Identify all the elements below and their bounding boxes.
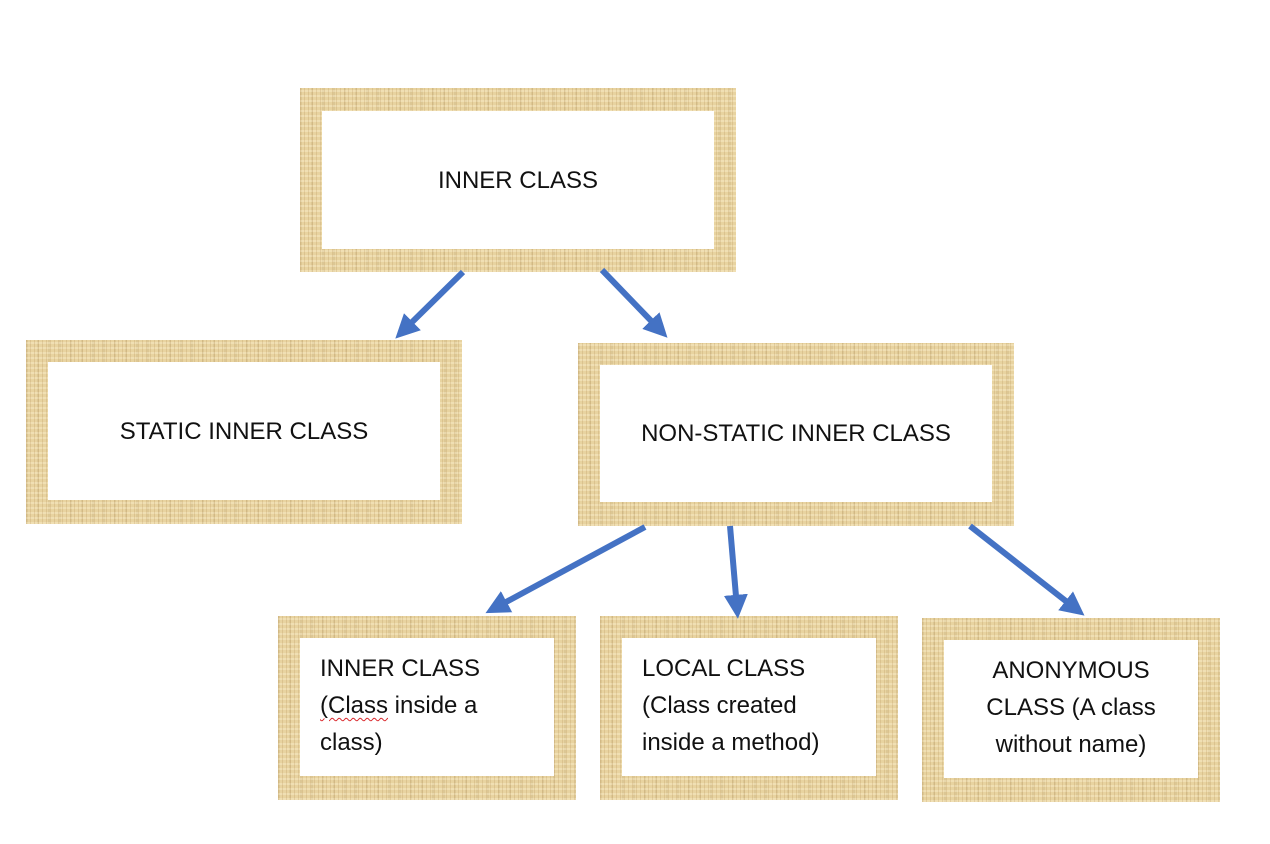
static-inner-class-node: STATIC INNER CLASS xyxy=(26,340,462,524)
arrow-non-static-to-inner-class xyxy=(485,524,647,614)
spellcheck-flagged-word: (Class xyxy=(320,692,389,719)
static-inner-class-label: STATIC INNER CLASS xyxy=(119,417,369,445)
local-class-box: LOCAL CLASS (Class created inside a meth… xyxy=(622,638,876,776)
anonymous-class-line1: ANONYMOUS xyxy=(992,657,1150,684)
anonymous-class-line2: CLASS (A class xyxy=(986,694,1156,721)
root-node-box: INNER CLASS xyxy=(322,111,714,249)
non-static-inner-class-label: NON-STATIC INNER CLASS xyxy=(641,420,951,447)
non-static-inner-class-node: NON-STATIC INNER CLASS xyxy=(578,343,1014,526)
local-class-line3: inside a method) xyxy=(642,729,820,756)
local-class-line2: (Class created xyxy=(642,692,797,719)
root-node: INNER CLASS xyxy=(300,88,736,272)
root-node-label: INNER CLASS xyxy=(437,166,599,194)
local-class-node: LOCAL CLASS (Class created inside a meth… xyxy=(600,616,898,800)
arrow-root-to-static xyxy=(395,269,466,339)
inner-class-child-box: INNER CLASS (Class inside a class) xyxy=(300,638,554,776)
anonymous-class-box: ANONYMOUS CLASS (A class without name) xyxy=(944,640,1198,778)
anonymous-class-line3: without name) xyxy=(995,731,1147,758)
arrow-non-static-to-anonymous-class xyxy=(968,523,1085,616)
non-static-inner-class-box: NON-STATIC INNER CLASS xyxy=(600,365,992,502)
inner-class-child-line3: class) xyxy=(320,729,383,756)
inner-class-child-line2-rest: inside a xyxy=(388,692,478,719)
inner-class-child-line2: (Class inside a xyxy=(320,687,554,724)
arrow-non-static-to-local-class xyxy=(723,525,748,619)
inner-class-child-line1: INNER CLASS xyxy=(320,655,481,682)
local-class-line1: LOCAL CLASS xyxy=(642,655,806,682)
anonymous-class-node: ANONYMOUS CLASS (A class without name) xyxy=(922,618,1220,802)
inner-class-child-node: INNER CLASS (Class inside a class) xyxy=(278,616,576,800)
arrow-root-to-non-static xyxy=(599,267,668,338)
static-inner-class-box: STATIC INNER CLASS xyxy=(48,362,440,500)
